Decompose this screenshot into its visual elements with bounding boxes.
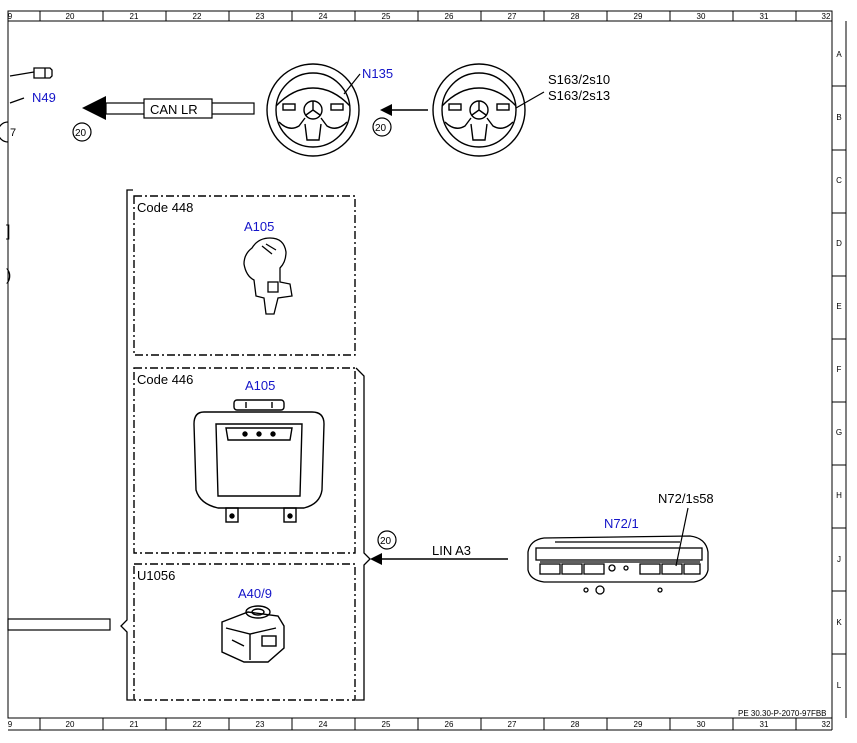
ruler-column-label: 27 (508, 720, 517, 729)
ref-20-circle-a (72, 122, 92, 142)
ruler-column-label: 29 (634, 720, 643, 729)
drawing-frame (7, 10, 847, 731)
climate-control-panel (527, 535, 709, 595)
code-446-label: Code 446 (137, 372, 193, 387)
ruler-column-label: 22 (193, 12, 202, 21)
can-lr-label: CAN LR (150, 102, 198, 117)
s163-2s10-label: S163/2s10 (548, 72, 610, 87)
column-ruler-top: 9 20 21 22 23 24 25 26 27 28 29 30 31 32 (8, 11, 831, 21)
ruler-column-label: 32 (822, 720, 831, 729)
ref-20-circle-c (377, 530, 397, 550)
group-brace-left (120, 189, 133, 701)
a40-9-label: A40/9 (238, 586, 272, 601)
ruler-column-label: 21 (130, 12, 139, 21)
ref-20-label-c: 20 (380, 536, 392, 547)
lin-a3-arrowhead (370, 553, 382, 565)
ruler-column-label: 31 (760, 12, 769, 21)
s163-2s13-label: S163/2s13 (548, 88, 610, 103)
ruler-column-label: 22 (193, 720, 202, 729)
column-ruler-bottom: 9 20 21 22 23 24 25 26 27 28 29 30 31 32 (8, 718, 831, 730)
ruler-row-label: F (837, 365, 842, 374)
ruler-column-label: 24 (319, 720, 328, 729)
n49-label: N49 (32, 90, 56, 105)
ruler-column-label: 32 (822, 12, 831, 21)
ruler-row-label: C (836, 176, 842, 185)
ruler-row-label: L (837, 681, 842, 690)
ruler-column-label: 30 (697, 12, 706, 21)
code-448-label: Code 448 (137, 200, 193, 215)
left-edge-connector (0, 67, 53, 143)
can-lr-bus-arrow (82, 96, 255, 120)
u1056-label: U1056 (137, 568, 175, 583)
document-id: PE 30.30-P-2070-97FBB (738, 709, 827, 718)
ref-7-label: 7 (10, 127, 16, 139)
variant-box-code-446 (133, 367, 356, 554)
ruler-column-label: 24 (319, 12, 328, 21)
ruler-column-label: 31 (760, 720, 769, 729)
ref-20-label-a: 20 (75, 128, 87, 139)
n72-1s58-label: N72/1s58 (658, 491, 714, 506)
ruler-row-label: H (836, 491, 842, 500)
ruler-column-label: 25 (382, 12, 391, 21)
n135-label: N135 (362, 66, 393, 81)
ruler-column-label: 23 (256, 12, 265, 21)
ruler-row-label: J (837, 555, 841, 564)
ruler-column-label: 27 (508, 12, 517, 21)
ruler-column-label: 20 (66, 12, 75, 21)
ruler-row-label: G (836, 428, 842, 437)
camera-module (221, 605, 285, 663)
ruler-column-label: 26 (445, 720, 454, 729)
s163-leader (515, 91, 545, 109)
ruler-row-label: K (836, 618, 842, 627)
ruler-column-label: 25 (382, 720, 391, 729)
n72-1-label: N72/1 (604, 516, 639, 531)
ruler-row-label: D (836, 239, 842, 248)
ruler-column-label: 9 (8, 12, 13, 21)
n72-1s58-leader (675, 507, 689, 567)
ruler-row-label: A (836, 50, 842, 59)
a105-label-448: A105 (244, 219, 274, 234)
edge-bracket-mark: ] (6, 223, 10, 240)
ruler-column-label: 26 (445, 12, 454, 21)
row-ruler-right: A B C D E F G H J K L (832, 50, 846, 690)
group-brace-right (355, 367, 371, 701)
gear-selector-lever (243, 237, 293, 315)
ruler-column-label: 23 (256, 720, 265, 729)
ruler-column-label: 30 (697, 720, 706, 729)
ruler-column-label: 20 (66, 720, 75, 729)
ruler-column-label: 9 (8, 720, 13, 729)
lin-a3-label: LIN A3 (432, 543, 471, 558)
overhead-control-panel (193, 399, 325, 523)
a105-label-446: A105 (245, 378, 275, 393)
left-edge-bus-bar (7, 618, 111, 631)
edge-paren-mark: ) (6, 267, 11, 284)
steering-wheel-s163 (432, 63, 526, 157)
ruler-column-label: 28 (571, 720, 580, 729)
steering-wheel-n135 (266, 63, 360, 157)
ruler-row-label: B (836, 113, 841, 122)
ruler-column-label: 28 (571, 12, 580, 21)
variant-box-u1056 (133, 563, 356, 701)
n135-leader (343, 73, 361, 95)
ruler-column-label: 29 (634, 12, 643, 21)
ref-20-label-b: 20 (375, 123, 387, 134)
variant-box-code-448 (133, 195, 356, 356)
ruler-row-label: E (836, 302, 841, 311)
ref-20-circle-b (372, 117, 392, 137)
ruler-column-label: 21 (130, 720, 139, 729)
wheel-link-arrowhead (380, 104, 392, 116)
